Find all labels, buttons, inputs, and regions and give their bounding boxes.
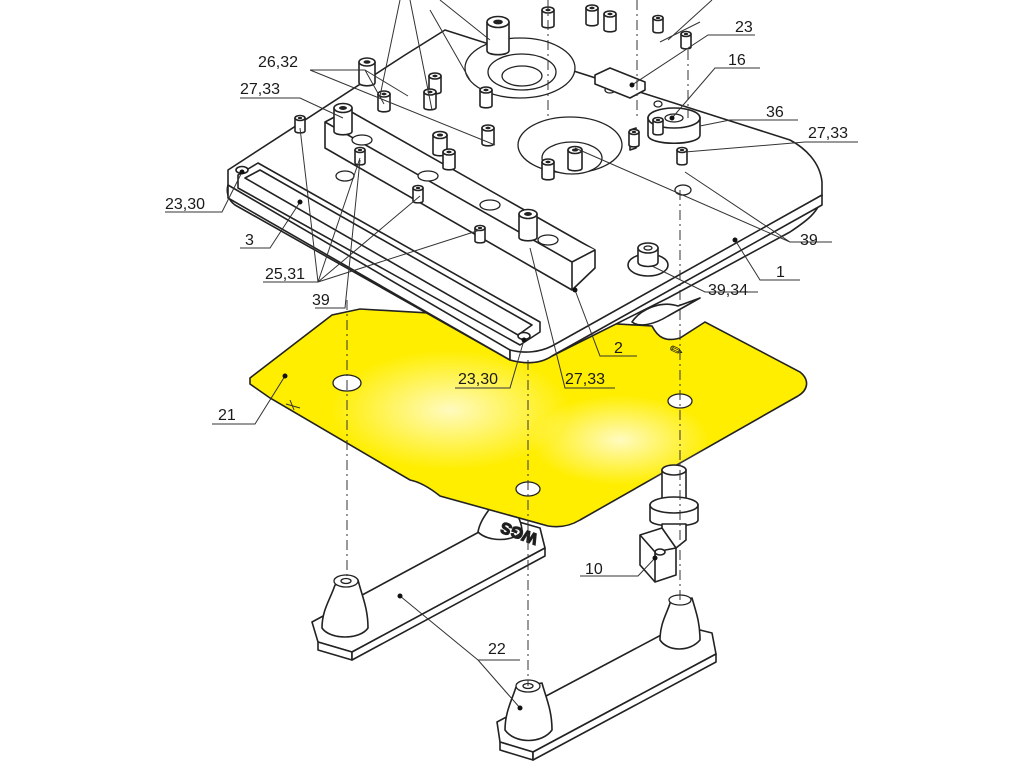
socket-head-screw bbox=[518, 208, 538, 242]
callout-22: 22 bbox=[488, 641, 506, 658]
callout-26-32: 26,32 bbox=[258, 54, 298, 71]
axis-lines bbox=[346, 0, 689, 686]
socket-head-screw bbox=[652, 116, 664, 136]
callout-1: 1 bbox=[776, 264, 785, 281]
socket-head-screw bbox=[541, 6, 555, 29]
callout-3: 3 bbox=[245, 232, 254, 249]
yellow-plate: ✎ bbox=[249, 308, 808, 528]
socket-head-screw bbox=[474, 224, 486, 244]
foot-rail-right bbox=[496, 594, 717, 761]
socket-head-screw bbox=[333, 102, 353, 136]
callout-21: 21 bbox=[218, 407, 236, 424]
callout-25-31: 25,31 bbox=[265, 266, 305, 283]
callout-23-30-a: 23,30 bbox=[165, 196, 205, 213]
callout-27-33-b: 27,33 bbox=[808, 125, 848, 142]
callout-36: 36 bbox=[766, 104, 784, 121]
socket-head-screw bbox=[628, 128, 640, 148]
handle-10 bbox=[639, 527, 677, 583]
callout-labels: 23 26,32 16 27,33 36 27,33 23,30 39 3 1 … bbox=[165, 19, 848, 658]
callout-27-33-a: 27,33 bbox=[240, 81, 280, 98]
callout-10: 10 bbox=[585, 561, 603, 578]
socket-head-screw bbox=[486, 15, 510, 56]
callout-23: 23 bbox=[735, 19, 753, 36]
socket-head-screw bbox=[585, 4, 599, 27]
leader-dots bbox=[239, 82, 738, 711]
clamp-block bbox=[324, 109, 596, 291]
callout-16: 16 bbox=[728, 52, 746, 69]
callout-27-33-c: 27,33 bbox=[565, 371, 605, 388]
callout-23-30-b: 23,30 bbox=[458, 371, 498, 388]
socket-head-screw bbox=[676, 146, 688, 166]
callout-39-a: 39 bbox=[800, 232, 818, 249]
socket-head-screw bbox=[603, 10, 617, 33]
bracket-23 bbox=[594, 67, 646, 99]
callout-39-b: 39 bbox=[312, 292, 330, 309]
guide-rail bbox=[235, 162, 541, 346]
socket-head-screw bbox=[567, 145, 583, 172]
socket-head-screw bbox=[680, 30, 692, 50]
socket-head-screw bbox=[442, 148, 456, 171]
socket-head-screw bbox=[479, 86, 493, 109]
plate-mark: ✎ bbox=[668, 341, 686, 362]
leader-lines bbox=[165, 0, 858, 709]
socket-head-screw bbox=[481, 124, 495, 147]
socket-head-screw bbox=[652, 14, 664, 34]
foot-rail-left bbox=[311, 504, 546, 661]
socket-head-screw bbox=[354, 146, 366, 166]
callout-2: 2 bbox=[614, 340, 623, 357]
socket-head-screw bbox=[541, 158, 555, 181]
socket-head-screw bbox=[358, 57, 376, 87]
callout-39-34: 39,34 bbox=[708, 282, 748, 299]
